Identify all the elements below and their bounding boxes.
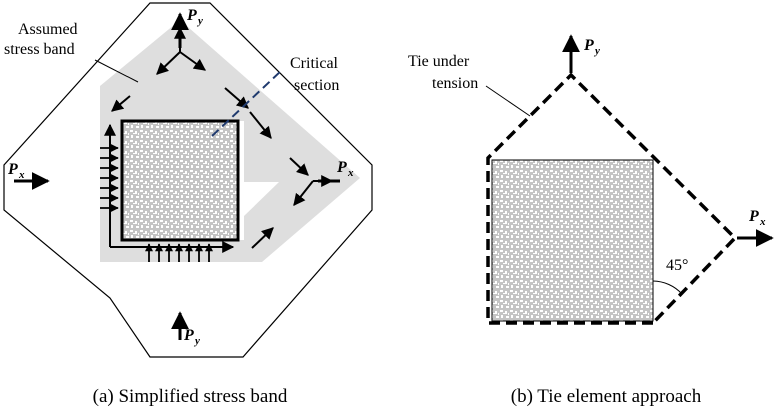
- critical-section-line: [211, 69, 283, 137]
- load-py-top-subscript: y: [196, 15, 203, 27]
- load-py-top-symbol: P: [186, 7, 197, 24]
- load-px-b-subscript: x: [759, 216, 766, 228]
- band-label-line2: stress band: [4, 41, 75, 58]
- load-px-right-symbol: P: [336, 159, 347, 176]
- bearing-arrows-bottom: [144, 243, 214, 262]
- load-py-b-symbol: P: [583, 37, 594, 54]
- tie-label-line1: Tie under: [408, 53, 470, 70]
- band-label-line1: Assumed: [18, 21, 78, 38]
- caption-a: (a) Simplified stress band: [93, 386, 288, 407]
- member-block-a: [120, 119, 240, 242]
- member-block-b: [491, 159, 654, 322]
- load-px-right-subscript: x: [347, 167, 354, 179]
- load-px-b-symbol: P: [748, 208, 759, 225]
- load-arrows-a: [14, 12, 340, 340]
- critical-label-line2: section: [294, 77, 339, 94]
- angle-label: 45°: [666, 257, 688, 274]
- load-py-bottom-symbol: P: [183, 327, 194, 344]
- angle-arc: [652, 280, 683, 295]
- load-py-b-subscript: y: [593, 45, 600, 57]
- critical-label-line1: Critical: [290, 55, 339, 72]
- tie-leader-line: [485, 85, 531, 117]
- band-leader-line: [94, 59, 139, 83]
- load-py-bottom-subscript: y: [193, 335, 200, 347]
- tie-outline: [486, 72, 738, 325]
- load-arrows-b: [562, 34, 774, 247]
- load-px-left-subscript: x: [18, 169, 25, 181]
- panel-b: 45° Tie under tension P y P x (b) Tie el…: [408, 34, 774, 407]
- panel-a: Assumed stress band Critical section P y…: [3, 2, 373, 407]
- bearing-arrows-left: [100, 143, 119, 213]
- caption-b: (b) Tie element approach: [511, 386, 702, 407]
- load-px-left-symbol: P: [7, 161, 18, 178]
- tie-label-line2: tension: [432, 75, 478, 92]
